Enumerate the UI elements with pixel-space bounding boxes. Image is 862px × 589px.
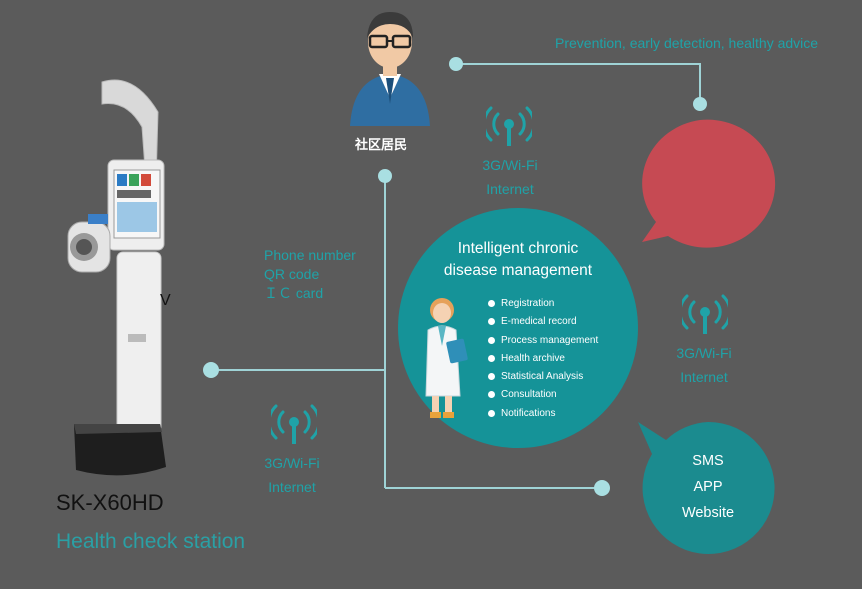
- doctor-illustration: [425, 298, 468, 418]
- list-item: Process management: [486, 332, 598, 350]
- wifi-icon: [682, 294, 728, 334]
- list-item: Statistical Analysis: [486, 368, 598, 386]
- chronic-management-title: Intelligent chronic disease management: [443, 240, 593, 279]
- outputs-bubble: [638, 421, 775, 554]
- node-advice-end: [693, 97, 707, 111]
- device-subtitle: Health check station: [56, 530, 246, 553]
- health-station-illustration: [67, 79, 166, 476]
- device-model: SK-X60HD: [56, 490, 164, 515]
- node-outputs: [594, 480, 610, 496]
- list-item: E-medical record: [486, 313, 598, 331]
- list-item: Notifications: [486, 405, 598, 423]
- node-resident: [378, 169, 392, 183]
- identification-methods: Phone number QR code ＩＣ card: [264, 247, 356, 301]
- node-advice-start: [449, 57, 463, 71]
- management-features-list: Registration E-medical record Process ma…: [486, 295, 598, 423]
- resident-icon: [350, 12, 430, 126]
- advice-bubble: [642, 119, 776, 248]
- device-side-letter: V: [160, 292, 171, 309]
- wifi-icon: [271, 404, 317, 444]
- list-item: Consultation: [486, 386, 598, 404]
- list-item: Health archive: [486, 350, 598, 368]
- wifi-icon: [486, 106, 532, 146]
- node-device: [203, 362, 219, 378]
- list-item: Registration: [486, 295, 598, 313]
- output-channels: SMS APP Website: [681, 453, 735, 521]
- advice-text: Prevention, early detection, healthy adv…: [555, 35, 819, 51]
- resident-label: 社区居民: [355, 137, 408, 152]
